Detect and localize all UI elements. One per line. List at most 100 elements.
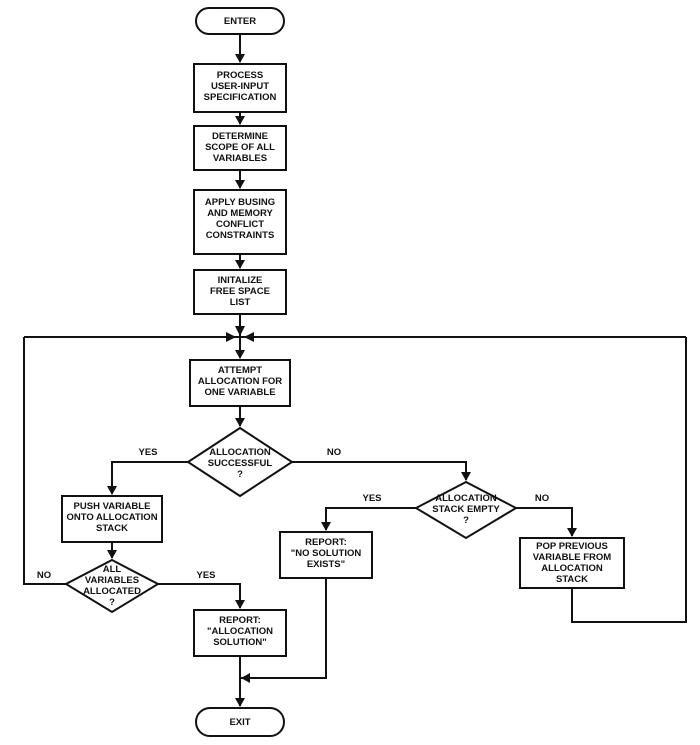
node-constraints-line: CONSTRAINTS xyxy=(206,230,275,241)
edge-stack-yes xyxy=(325,507,418,530)
node-attempt-line: ATTEMPT xyxy=(218,365,262,376)
arrow-to-exit xyxy=(235,698,245,707)
node-process-line: SPECIFICATION xyxy=(204,92,277,103)
edge-stack-no xyxy=(514,507,573,536)
arrow-to-attempt xyxy=(235,350,245,359)
node-init-line: INITALIZE xyxy=(218,275,263,286)
node-enter: ENTER xyxy=(195,7,285,35)
edge-success-yes xyxy=(111,461,200,494)
node-exit: EXIT xyxy=(195,707,285,737)
node-scope-line: SCOPE OF ALL xyxy=(205,142,275,153)
node-success-line: ALLOCATION xyxy=(209,447,271,458)
node-success-line: SUCCESSFUL xyxy=(208,458,273,469)
arrow-to-process xyxy=(235,54,245,63)
arrow-to-pop xyxy=(567,528,577,537)
node-enter-line: ENTER xyxy=(224,16,256,27)
node-reportsolution-line: REPORT: xyxy=(219,615,261,626)
edge-pop-loop xyxy=(571,337,687,623)
node-process-line: PROCESS xyxy=(217,70,263,81)
arrowheads xyxy=(107,54,577,707)
arrow-to-push xyxy=(107,486,117,495)
node-init-line: LIST xyxy=(230,297,251,308)
node-stackempty-line: STACK EMPTY xyxy=(432,504,500,515)
edge-success-no xyxy=(290,461,467,480)
node-constraints-line: APPLY BUSING xyxy=(205,197,275,208)
arrow-to-stackempty xyxy=(461,472,471,481)
arrow-to-success xyxy=(235,418,245,427)
node-allallocated-line: ALL xyxy=(103,564,122,575)
label-success-yes: YES xyxy=(138,447,157,458)
label-stack-yes: YES xyxy=(362,493,381,504)
node-constraints-line: CONFLICT xyxy=(216,219,264,230)
label-all-no: NO xyxy=(37,570,51,581)
edge-nosolution-exit xyxy=(240,578,327,679)
arrow-to-init xyxy=(235,260,245,269)
node-constraints-line: AND MEMORY xyxy=(207,208,273,219)
edge-all-yes xyxy=(158,583,241,608)
node-nosolution-line: REPORT: xyxy=(305,537,347,548)
node-nosolution-line: EXISTS" xyxy=(307,559,345,570)
node-push-line: PUSH VARIABLE xyxy=(74,501,151,512)
label-success-no: NO xyxy=(327,447,341,458)
node-scope-line: DETERMINE xyxy=(212,131,268,142)
node-pop-line: ALLOCATION xyxy=(541,563,603,574)
node-exit-line: EXIT xyxy=(229,717,250,728)
edge-all-no-loop xyxy=(23,337,68,585)
node-reportsolution-line: "ALLOCATION xyxy=(207,626,273,637)
node-stackempty-line: ALLOCATION xyxy=(435,493,497,504)
node-pop-line: STACK xyxy=(556,574,588,585)
arrow-nosolution-exit xyxy=(241,673,250,683)
node-allallocated-line: VARIABLES xyxy=(85,575,139,586)
node-stackempty-line: ? xyxy=(463,515,469,526)
arrow-to-nosolution xyxy=(321,522,331,531)
arrow-loop-right-in xyxy=(244,332,254,342)
arrow-init-junction xyxy=(235,326,245,336)
node-process-line: USER-INPUT xyxy=(211,81,269,92)
node-scope-line: VARIABLES xyxy=(213,153,267,164)
arrow-loop-left-in xyxy=(226,332,236,342)
node-push-line: ONTO ALLOCATION xyxy=(66,512,157,523)
node-push-line: STACK xyxy=(96,523,128,534)
edge-labels: YES NO YES NO NO YES xyxy=(37,447,549,581)
node-allallocated-line: ? xyxy=(109,597,115,608)
label-stack-no: NO xyxy=(535,493,549,504)
node-init-line: FREE SPACE xyxy=(210,286,270,297)
node-attempt-line: ALLOCATION FOR xyxy=(198,376,282,387)
arrow-to-reportsolution xyxy=(235,600,245,609)
arrow-to-constraints xyxy=(235,180,245,189)
node-nosolution-line: "NO SOLUTION xyxy=(291,548,362,559)
label-all-yes: YES xyxy=(196,570,215,581)
node-exit-label: EXIT xyxy=(229,717,250,728)
arrow-to-scope xyxy=(235,116,245,125)
node-pop-line: POP PREVIOUS xyxy=(536,541,608,552)
node-attempt-line: ONE VARIABLE xyxy=(204,387,275,398)
node-enter-label: ENTER xyxy=(224,16,256,27)
node-allallocated-line: ALLOCATED xyxy=(83,586,141,597)
node-reportsolution-line: SOLUTION" xyxy=(213,637,267,648)
